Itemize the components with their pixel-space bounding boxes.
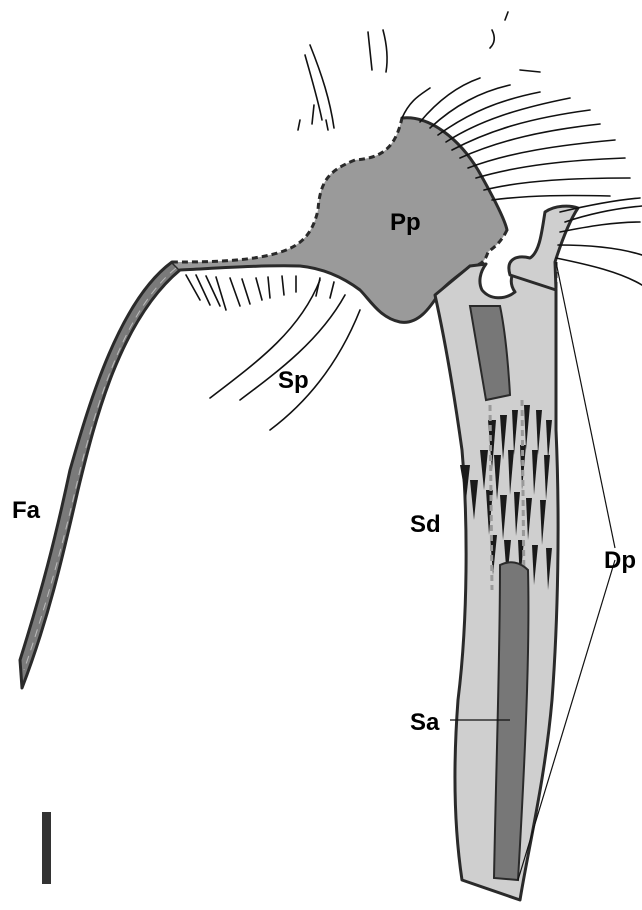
label-sp: Sp xyxy=(278,367,309,394)
scale-bar xyxy=(42,812,51,884)
dp-process xyxy=(509,206,578,290)
label-fa: Fa xyxy=(12,497,41,524)
sp-setae xyxy=(186,275,360,430)
label-sd: Sd xyxy=(410,511,441,538)
label-dp: Dp xyxy=(604,547,636,574)
label-sa: Sa xyxy=(410,709,440,736)
fa-filament xyxy=(20,262,180,688)
label-pp: Pp xyxy=(390,209,421,236)
top-faint-hairs xyxy=(298,12,540,130)
